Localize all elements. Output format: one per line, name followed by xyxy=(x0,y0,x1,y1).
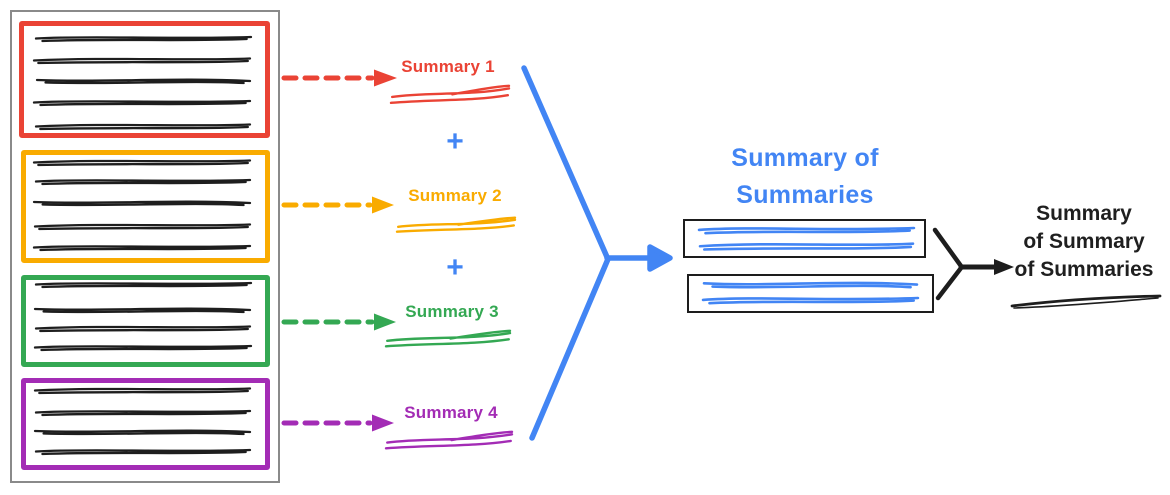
plus-icon: + xyxy=(446,251,464,284)
final-summary-label-line3: of Summaries xyxy=(1014,258,1154,281)
summary-of-summaries-title-line1: Summary of xyxy=(731,144,879,172)
document-box-1 xyxy=(19,21,270,138)
summary-1-scribble xyxy=(391,86,509,103)
final-summary-label-line1: Summary xyxy=(1036,202,1132,225)
summary-2-label: Summary 2 xyxy=(408,186,502,205)
summary-3-scribble xyxy=(384,328,512,349)
summary-3-label: Summary 3 xyxy=(405,302,499,321)
final-summary-scribble xyxy=(1010,294,1162,309)
arrow-doc2-to-summary2 xyxy=(281,196,394,214)
final-summary-label-line2: of Summary xyxy=(1023,230,1145,253)
merge-arrow-blue xyxy=(521,65,673,441)
document-box-4 xyxy=(21,378,270,470)
summary-sentence-box-2 xyxy=(687,274,934,313)
plus-icon: + xyxy=(446,125,464,158)
summary-of-summaries-title: Summary of Summaries xyxy=(680,140,930,214)
document-box-2 xyxy=(21,150,270,263)
summary-4-scribble xyxy=(384,429,514,451)
summary-2-scribble xyxy=(395,216,517,234)
summary-of-summaries-title-line2: Summaries xyxy=(736,181,874,209)
summary-1-label: Summary 1 xyxy=(401,57,495,76)
summary-4-label: Summary 4 xyxy=(404,403,498,422)
arrow-doc1-to-summary1 xyxy=(281,69,397,87)
merge-arrow-black xyxy=(932,227,1014,301)
document-box-3 xyxy=(21,275,270,367)
arrow-doc4-to-summary4 xyxy=(281,414,394,432)
summary-sentence-box-1 xyxy=(683,219,926,258)
arrow-doc3-to-summary3 xyxy=(281,313,396,331)
final-summary-label: Summary of Summary of Summaries xyxy=(1004,200,1164,284)
